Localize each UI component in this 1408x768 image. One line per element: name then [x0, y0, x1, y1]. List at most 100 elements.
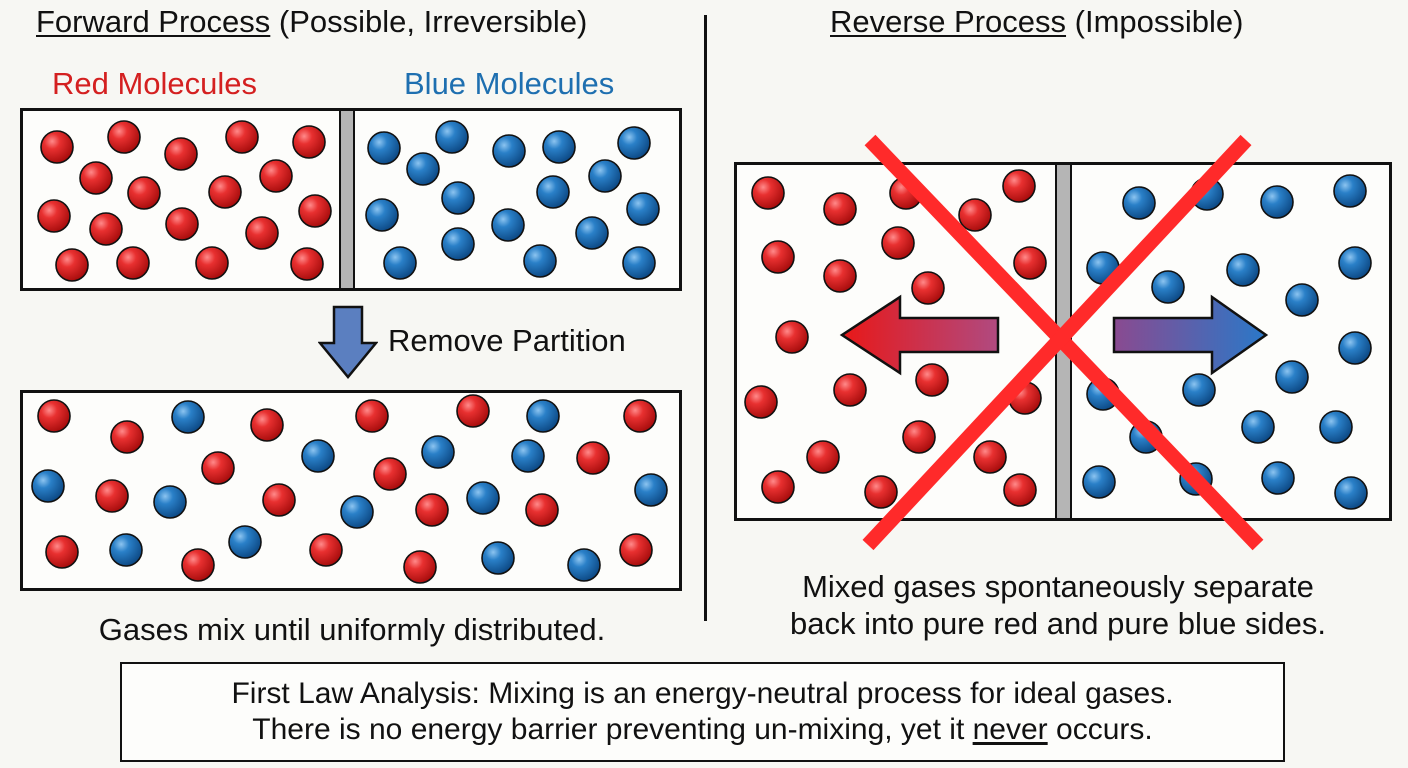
analysis-line2: There is no energy barrier preventing un…: [252, 712, 1152, 748]
blue-molecule: [567, 548, 601, 582]
blue-molecule: [1319, 410, 1353, 444]
red-molecule: [195, 246, 229, 280]
blue-molecule: [1285, 283, 1319, 317]
blue-molecule: [441, 181, 475, 215]
red-molecule: [298, 194, 332, 228]
red-molecule: [79, 161, 113, 195]
red-molecule: [775, 320, 809, 354]
red-molecule: [958, 198, 992, 232]
red-molecule: [915, 363, 949, 397]
red-molecule: [456, 394, 490, 428]
blue-molecule: [542, 130, 576, 164]
red-x-icon: [862, 134, 1264, 551]
blue-molecule: [1226, 253, 1260, 287]
blue-molecule: [526, 399, 560, 433]
blue-molecule: [1334, 476, 1368, 510]
blue-molecule: [634, 473, 668, 507]
reverse-title-main: Reverse Process: [830, 4, 1067, 39]
red-molecule: [40, 130, 74, 164]
red-molecule: [911, 271, 945, 305]
red-molecule: [95, 479, 129, 513]
blue-molecule: [588, 159, 622, 193]
red-molecule: [881, 226, 915, 260]
first-law-analysis-box: First Law Analysis: Mixing is an energy-…: [120, 662, 1285, 762]
red-molecule: [864, 475, 898, 509]
red-molecules-label: Red Molecules: [52, 66, 258, 101]
reverse-caption: Mixed gases spontaneously separate back …: [708, 568, 1408, 642]
remove-partition-label: Remove Partition: [388, 323, 626, 358]
blue-molecule: [466, 481, 500, 515]
blue-molecule: [481, 541, 515, 575]
analysis-line2-after: occurs.: [1047, 713, 1153, 746]
forward-caption: Gases mix until uniformly distributed.: [98, 612, 606, 647]
red-molecule: [164, 137, 198, 171]
blue-molecule: [491, 208, 525, 242]
red-molecule: [116, 246, 150, 280]
blue-molecule: [1122, 186, 1156, 220]
red-molecule: [1003, 473, 1037, 507]
blue-molecule: [171, 400, 205, 434]
red-molecule: [259, 159, 293, 193]
red-molecule: [355, 399, 389, 433]
blue-molecule: [31, 469, 65, 503]
red-molecule: [403, 550, 437, 584]
red-molecule: [201, 451, 235, 485]
red-molecule: [973, 440, 1007, 474]
forward-title: Forward Process (Possible, Irreversible): [36, 6, 587, 37]
blue-molecules-label: Blue Molecules: [404, 66, 615, 101]
blue-molecule: [1182, 373, 1216, 407]
blue-molecule: [1082, 465, 1116, 499]
analysis-line1: First Law Analysis: Mixing is an energy-…: [231, 677, 1174, 710]
blue-molecule: [153, 485, 187, 519]
red-molecule: [262, 483, 296, 517]
blue-molecule: [109, 533, 143, 567]
blue-molecule: [1241, 410, 1275, 444]
red-molecule: [1013, 246, 1047, 280]
blue-molecule: [228, 525, 262, 559]
blue-molecule: [1275, 360, 1309, 394]
red-molecule: [245, 216, 279, 250]
center-divider: [704, 15, 707, 621]
blue-molecule: [1338, 331, 1372, 365]
right-arrow-icon: [1112, 294, 1269, 376]
blue-molecule: [406, 152, 440, 186]
blue-molecule: [1338, 246, 1372, 280]
red-molecule: [823, 192, 857, 226]
red-molecule: [761, 470, 795, 504]
reverse-caption-line2: back into pure red and pure blue sides.: [790, 606, 1326, 642]
blue-molecule: [1151, 270, 1185, 304]
red-molecule: [823, 259, 857, 293]
reverse-caption-line1: Mixed gases spontaneously separate: [802, 569, 1314, 604]
blue-molecule: [575, 216, 609, 250]
red-molecule: [309, 533, 343, 567]
blue-molecule: [523, 244, 557, 278]
forward-title-rest: (Possible, Irreversible): [270, 4, 588, 39]
blue-molecule: [441, 227, 475, 261]
blue-molecule: [365, 198, 399, 232]
reverse-title: Reverse Process (Impossible): [830, 6, 1243, 37]
red-molecule: [127, 176, 161, 210]
red-molecule: [89, 212, 123, 246]
blue-molecule: [1260, 185, 1294, 219]
red-molecule: [833, 373, 867, 407]
blue-molecule: [626, 192, 660, 226]
red-molecule: [902, 420, 936, 454]
blue-molecule: [617, 126, 651, 160]
red-molecule: [290, 247, 324, 281]
red-molecule: [744, 385, 778, 419]
red-molecule: [623, 399, 657, 433]
blue-molecule: [301, 439, 335, 473]
left-arrow-icon: [839, 294, 1000, 376]
red-molecule: [1002, 169, 1036, 203]
red-molecule: [751, 176, 785, 210]
red-molecule: [165, 207, 199, 241]
analysis-line2-before: There is no energy barrier preventing un…: [252, 713, 973, 746]
partition-wall: [339, 111, 355, 288]
red-molecule: [181, 548, 215, 582]
red-molecule: [55, 248, 89, 282]
red-molecule: [525, 493, 559, 527]
red-molecule: [225, 120, 259, 154]
red-molecule: [250, 408, 284, 442]
red-molecule: [37, 399, 71, 433]
